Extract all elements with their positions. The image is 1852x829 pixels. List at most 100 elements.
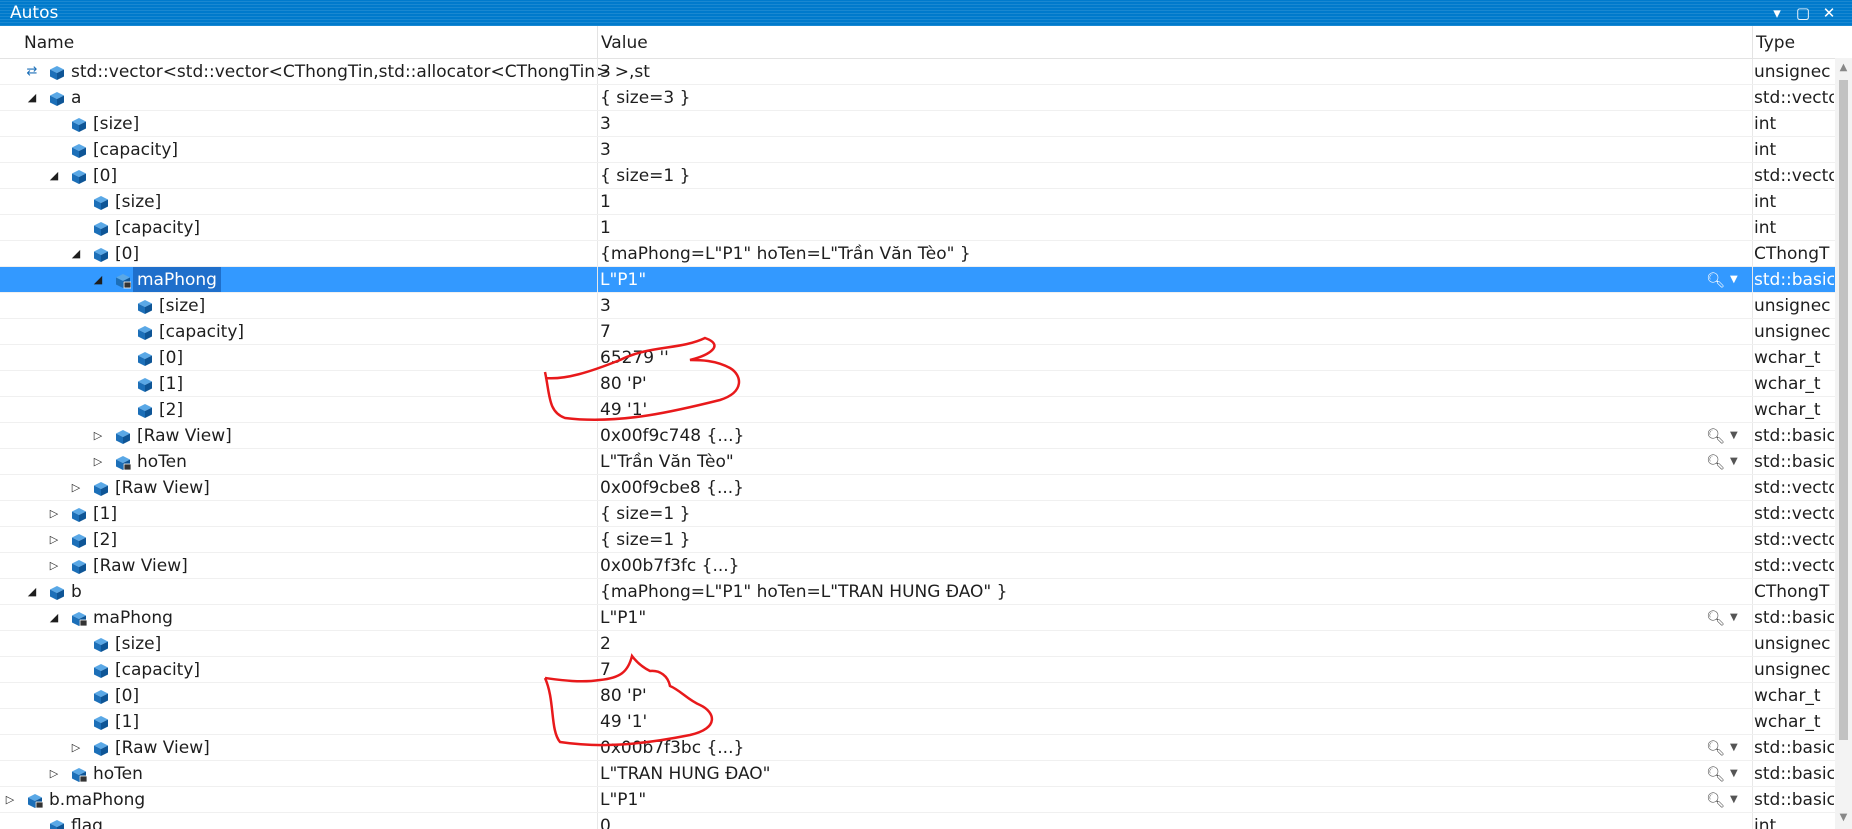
variable-value[interactable]: 3 xyxy=(600,62,611,82)
watch-row[interactable]: ▷[Raw View]0x00b7f3fc {...}std::vecto xyxy=(0,553,1835,579)
magnifier-icon[interactable]: 🔍︎ xyxy=(1706,427,1726,445)
variable-value[interactable]: L"P1" xyxy=(600,270,647,290)
variable-value[interactable]: {maPhong=L"P1" hoTen=L"Trần Văn Tèo" } xyxy=(600,244,971,264)
watch-row[interactable]: ⇄std::vector<std::vector<CThongTin,std::… xyxy=(0,59,1835,85)
scroll-up-icon[interactable]: ▲ xyxy=(1839,62,1848,73)
visualizer-dropdown-icon[interactable]: ▼ xyxy=(1730,612,1738,623)
magnifier-icon[interactable]: 🔍︎ xyxy=(1706,609,1726,627)
visualizer-dropdown-icon[interactable]: ▼ xyxy=(1730,794,1738,805)
close-icon[interactable]: ✕ xyxy=(1822,4,1836,22)
variable-value[interactable]: 7 xyxy=(600,660,611,680)
variable-value[interactable]: 80 'P' xyxy=(600,686,647,706)
dropdown-icon[interactable]: ▾ xyxy=(1773,4,1781,22)
watch-row[interactable]: ◢[0]{ size=1 }std::vecto xyxy=(0,163,1835,189)
watch-row[interactable]: ◢[0]{maPhong=L"P1" hoTen=L"Trần Văn Tèo"… xyxy=(0,241,1835,267)
column-type-header[interactable]: Type xyxy=(1756,33,1796,53)
vertical-scrollbar[interactable]: ▲ ▼ xyxy=(1835,58,1852,829)
collapse-arrow-icon[interactable]: ◢ xyxy=(93,273,103,286)
watch-row[interactable]: [1]80 'P'wchar_t xyxy=(0,371,1835,397)
variable-value[interactable]: 0x00f9c748 {...} xyxy=(600,426,745,446)
watch-row[interactable]: ▷[Raw View]0x00f9c748 {...}🔍︎▼std::basic xyxy=(0,423,1835,449)
magnifier-icon[interactable]: 🔍︎ xyxy=(1706,765,1726,783)
variable-value[interactable]: 49 '1' xyxy=(600,400,648,420)
watch-row[interactable]: [1]49 '1'wchar_t xyxy=(0,709,1835,735)
expand-arrow-icon[interactable]: ▷ xyxy=(71,741,81,754)
variable-value[interactable]: 65279 '' xyxy=(600,348,669,368)
variable-value[interactable]: 7 xyxy=(600,322,611,342)
expand-arrow-icon[interactable]: ▷ xyxy=(93,429,103,442)
variable-value[interactable]: {maPhong=L"P1" hoTen=L"TRAN HUNG ĐAO" } xyxy=(600,582,1008,602)
visualizer-dropdown-icon[interactable]: ▼ xyxy=(1730,768,1738,779)
collapse-arrow-icon[interactable]: ◢ xyxy=(49,611,59,624)
expand-arrow-icon[interactable]: ▷ xyxy=(49,507,59,520)
variable-value[interactable]: 0x00b7f3bc {...} xyxy=(600,738,745,758)
variable-value[interactable]: L"P1" xyxy=(600,790,647,810)
maximize-icon[interactable]: ▢ xyxy=(1795,4,1811,22)
variable-name: hoTen xyxy=(93,764,143,784)
variable-value[interactable]: { size=1 } xyxy=(600,530,691,550)
magnifier-icon[interactable]: 🔍︎ xyxy=(1706,271,1726,289)
variable-value[interactable]: 1 xyxy=(600,192,611,212)
expand-arrow-icon[interactable]: ▷ xyxy=(49,559,59,572)
visualizer-dropdown-icon[interactable]: ▼ xyxy=(1730,430,1738,441)
watch-row[interactable]: [0]80 'P'wchar_t xyxy=(0,683,1835,709)
expand-arrow-icon[interactable]: ▷ xyxy=(5,793,15,806)
magnifier-icon[interactable]: 🔍︎ xyxy=(1706,453,1726,471)
watch-row[interactable]: ▷[Raw View]0x00f9cbe8 {...}std::vecto xyxy=(0,475,1835,501)
variable-value[interactable]: { size=1 } xyxy=(600,504,691,524)
scroll-down-icon[interactable]: ▼ xyxy=(1839,812,1848,823)
watch-row[interactable]: ▷[Raw View]0x00b7f3bc {...}🔍︎▼std::basic xyxy=(0,735,1835,761)
watch-row[interactable]: [2]49 '1'wchar_t xyxy=(0,397,1835,423)
column-value-header[interactable]: Value xyxy=(601,33,648,53)
watch-row[interactable]: ▷[1]{ size=1 }std::vecto xyxy=(0,501,1835,527)
scrollbar-thumb[interactable] xyxy=(1839,80,1848,740)
expand-arrow-icon[interactable]: ▷ xyxy=(49,533,59,546)
variable-value[interactable]: 3 xyxy=(600,114,611,134)
variable-value[interactable]: 3 xyxy=(600,296,611,316)
variable-value[interactable]: 80 'P' xyxy=(600,374,647,394)
magnifier-icon[interactable]: 🔍︎ xyxy=(1706,791,1726,809)
visualizer-dropdown-icon[interactable]: ▼ xyxy=(1730,742,1738,753)
column-name-header[interactable]: Name xyxy=(24,33,75,53)
variable-value[interactable]: L"TRAN HUNG ĐAO" xyxy=(600,764,771,784)
watch-row[interactable]: [0]65279 ''wchar_t xyxy=(0,345,1835,371)
variable-value[interactable]: 0x00f9cbe8 {...} xyxy=(600,478,744,498)
variable-value[interactable]: 3 xyxy=(600,140,611,160)
expand-arrow-icon[interactable]: ▷ xyxy=(71,481,81,494)
visualizer-dropdown-icon[interactable]: ▼ xyxy=(1730,456,1738,467)
visualizer-dropdown-icon[interactable]: ▼ xyxy=(1730,274,1738,285)
expand-arrow-icon[interactable]: ▷ xyxy=(49,767,59,780)
variable-value[interactable]: { size=3 } xyxy=(600,88,691,108)
variable-value[interactable]: L"P1" xyxy=(600,608,647,628)
variable-value[interactable]: { size=1 } xyxy=(600,166,691,186)
variable-value[interactable]: 1 xyxy=(600,218,611,238)
variable-value[interactable]: L"Trần Văn Tèo" xyxy=(600,452,734,472)
variable-value[interactable]: 49 '1' xyxy=(600,712,648,732)
collapse-arrow-icon[interactable]: ◢ xyxy=(49,169,59,182)
variable-value[interactable]: 2 xyxy=(600,634,611,654)
collapse-arrow-icon[interactable]: ◢ xyxy=(27,585,37,598)
variable-value[interactable]: 0 xyxy=(600,816,611,829)
collapse-arrow-icon[interactable]: ◢ xyxy=(27,91,37,104)
watch-row[interactable]: ◢b{maPhong=L"P1" hoTen=L"TRAN HUNG ĐAO" … xyxy=(0,579,1835,605)
watch-row[interactable]: ▷[2]{ size=1 }std::vecto xyxy=(0,527,1835,553)
magnifier-icon[interactable]: 🔍︎ xyxy=(1706,739,1726,757)
expand-arrow-icon[interactable]: ▷ xyxy=(93,455,103,468)
variable-value[interactable]: 0x00b7f3fc {...} xyxy=(600,556,740,576)
watch-row[interactable]: ◢a{ size=3 }std::vecto xyxy=(0,85,1835,111)
collapse-arrow-icon[interactable]: ◢ xyxy=(71,247,81,260)
